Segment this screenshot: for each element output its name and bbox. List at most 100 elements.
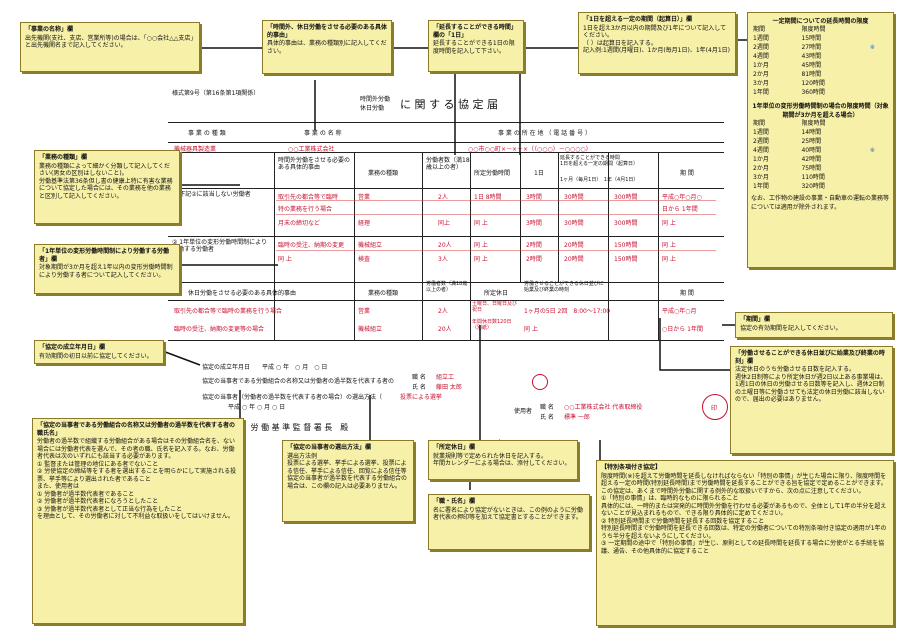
- note-extend-1day: 「延長することができる時間」欄の「1日」 延長することができる1日の限度時間を記…: [428, 20, 524, 72]
- note-title: 「協定の成立年月日」欄: [39, 344, 106, 351]
- union-name-value: 藤田 太郎: [436, 384, 462, 391]
- note-title: 「協定の当事者である労働組合の名称又は労働者の過半数を代表する者の職氏名」: [37, 422, 235, 437]
- row-divider: [276, 200, 716, 201]
- holiday-header-work: 業務の種類: [368, 290, 399, 297]
- note-body: 対象期間が3か月を超え1年以内の変形労働時間制により労働する者について記入してく…: [39, 264, 173, 279]
- form-rule: [168, 340, 724, 341]
- row-work: 営業: [358, 194, 371, 201]
- row-month: 20時間: [564, 256, 584, 263]
- limit-col-limit: 限度時間: [801, 120, 826, 127]
- row-day: 2時間: [526, 242, 542, 249]
- holiday-row-work: 営業: [358, 308, 371, 315]
- holiday-row-work: 機械組立: [358, 326, 383, 333]
- row-workers: 2人: [438, 194, 448, 201]
- row-divider: [276, 214, 716, 215]
- note-body: 具体的事由は、業務の種類別に記入してください。: [267, 40, 387, 55]
- business-type-value: 機械器具製造業: [174, 146, 217, 153]
- form-col: [658, 152, 659, 340]
- note-over-1day: 「1日を超える一定の期間（起算日）」欄 1日を超え3か月以内の期間及び1年につい…: [578, 12, 736, 74]
- note-role-name: 「職・氏名」欄 名に署名により協定がないときは、この例のように労働者代表の押印等…: [428, 494, 590, 550]
- note-body: 協定の有効期間を記入してください。: [740, 324, 842, 332]
- union-line: 協定の当事者である労働組合の名称又は労働者の過半数を代表する者の: [202, 378, 394, 385]
- row-day: 3時間: [526, 220, 542, 227]
- note-body: 限度時間(※)を超えて労働時間を延長しなければならない「特別の事情」が生じた場合…: [601, 472, 887, 555]
- row-work: 検査: [358, 256, 371, 263]
- employer-role-value: ○○工業株式会社 代表取締役: [564, 404, 643, 411]
- row-work: 経理: [358, 220, 371, 227]
- note-title: 「期間」欄: [740, 316, 771, 323]
- submission-date: 平成 ○ 年 ○ 月 ○ 日: [228, 404, 286, 411]
- form-rule: [168, 282, 724, 283]
- row-year: 150時間: [614, 256, 638, 263]
- row-period: 日から 1年間: [662, 206, 698, 213]
- form-col: [470, 152, 471, 340]
- note-period: 「期間」欄 協定の有効期間を記入してください。: [735, 312, 893, 338]
- row-hours: 1日 8時間: [474, 194, 502, 201]
- form-col: [274, 152, 275, 340]
- note-special-clause: 【特別条項付き協定】 限度時間(※)を超えて労働時間を延長しなければならない「特…: [596, 460, 894, 626]
- note-title: 「協定の当事者の選出方法」欄: [287, 444, 372, 451]
- overtime-agreement-form: 様式第9号（第16条第1項関係） 時間外労働 休日労働 に 関 す る 協 定 …: [168, 90, 728, 432]
- holiday-row-reason: 臨時の受注、納期の変更等の場合: [174, 326, 265, 333]
- row-year: 300時間: [614, 194, 638, 201]
- form-rule: [168, 142, 724, 143]
- note-body: 法定休日のうち労働させる日数を記入する。 週休2日制等により所定休日が週2日以上…: [735, 366, 887, 403]
- note-work-type: 「業務の種類」欄 業務の種類によって細かく分類して記入してください(男女の区別は…: [34, 150, 180, 224]
- form-col: [558, 152, 559, 282]
- header-business-type: 事 業 の 種 類: [188, 130, 226, 137]
- col-work-type-header: 業務の種類: [368, 170, 399, 177]
- holiday-header-reason: 休日労働をさせる必要のある具体的事由: [188, 290, 297, 297]
- form-title: に 関 す る 協 定 届: [400, 98, 498, 111]
- note-title: 「時間外、休日労働をさせる必要のある具体的事由」: [267, 24, 388, 39]
- row-hours: 同 上: [474, 242, 488, 249]
- note-reason: 「時間外、休日労働をさせる必要のある具体的事由」 具体的事由は、業務の種類別に記…: [262, 20, 392, 74]
- section1-label: ① 下記②に該当しない労働者: [172, 191, 251, 198]
- row-workers: 20人: [438, 242, 452, 249]
- business-name-value: ○○工業株式会社: [288, 146, 335, 153]
- form-col: [354, 152, 355, 340]
- note-title: 「職・氏名」欄: [433, 498, 476, 505]
- row-month: 20時間: [564, 242, 584, 249]
- note-title: 「事業の名称」欄: [25, 26, 74, 33]
- col-workers-header: 労働者数（満18歳以上の者）: [426, 157, 470, 171]
- note-body: 名に署名により協定がないときは、この例のように労働者代表の押印等を加えて協定書と…: [433, 506, 583, 522]
- holiday-row-workers: 2人: [438, 308, 448, 315]
- holiday-row-count: 1ヶ月の5日 2回 8:00～17:00: [524, 308, 611, 315]
- labor-office-line: ○ ○ 労 働 基 準 監 督 署 長 殿: [218, 423, 349, 432]
- note-title: 「労働させることができる休日並びに始業及び終業の時刻」欄: [735, 350, 885, 365]
- note-agreement-date: 「協定の成立年月日」欄 有効期間の初日以前に協定してください。: [34, 340, 164, 364]
- form-rule: [168, 300, 724, 301]
- row-hours: 同 上: [474, 220, 488, 227]
- form-rule: [168, 188, 724, 189]
- row-hours: 同 上: [474, 256, 488, 263]
- limit-title-2: 1年単位の変形労働時間制の場合の限度時間（対象期間が3か月を超える場合）: [752, 103, 889, 119]
- limit-col-period: 期間: [753, 26, 766, 33]
- note-body: 出先機関(支社、支店、営業所等)の場合は、「○○会社△△支店」と出先機関名まで記…: [25, 34, 194, 50]
- row-year: 150時間: [614, 242, 638, 249]
- holiday-header-days: 所定休日: [484, 290, 509, 297]
- form-col: [422, 152, 423, 340]
- row-reason: 月末の締切など: [278, 220, 321, 227]
- note-body: 業務の種類によって細かく分類して記入してください(男女の区別はしないこと)。 労…: [39, 162, 173, 200]
- col-over1day-header: 延長することができる時間 1日を超える一定の期間（起算日）: [560, 155, 639, 167]
- row-day: 2時間: [526, 256, 542, 263]
- limit-col-period: 期間: [753, 120, 766, 127]
- note-title: 「1年単位の変形労働時間制により労働する労働者」欄: [39, 248, 170, 263]
- title-small-overtime: 時間外労働: [360, 96, 391, 103]
- holiday-row-days: 土曜日、日曜日及び祝日: [472, 301, 518, 313]
- holiday-row-reason: 取引先の都合等で臨時の業務を行う場合: [174, 308, 283, 315]
- holiday-row-days: 年間休日数120日（別紙）: [472, 319, 512, 331]
- holiday-header-workers: 労働者数（満18歳以上の者）: [426, 281, 468, 293]
- row-period: 同 上: [662, 220, 676, 227]
- note-business-name: 「事業の名称」欄 出先機関(支社、支店、営業所等)の場合は、「○○会社△△支店」…: [20, 22, 200, 72]
